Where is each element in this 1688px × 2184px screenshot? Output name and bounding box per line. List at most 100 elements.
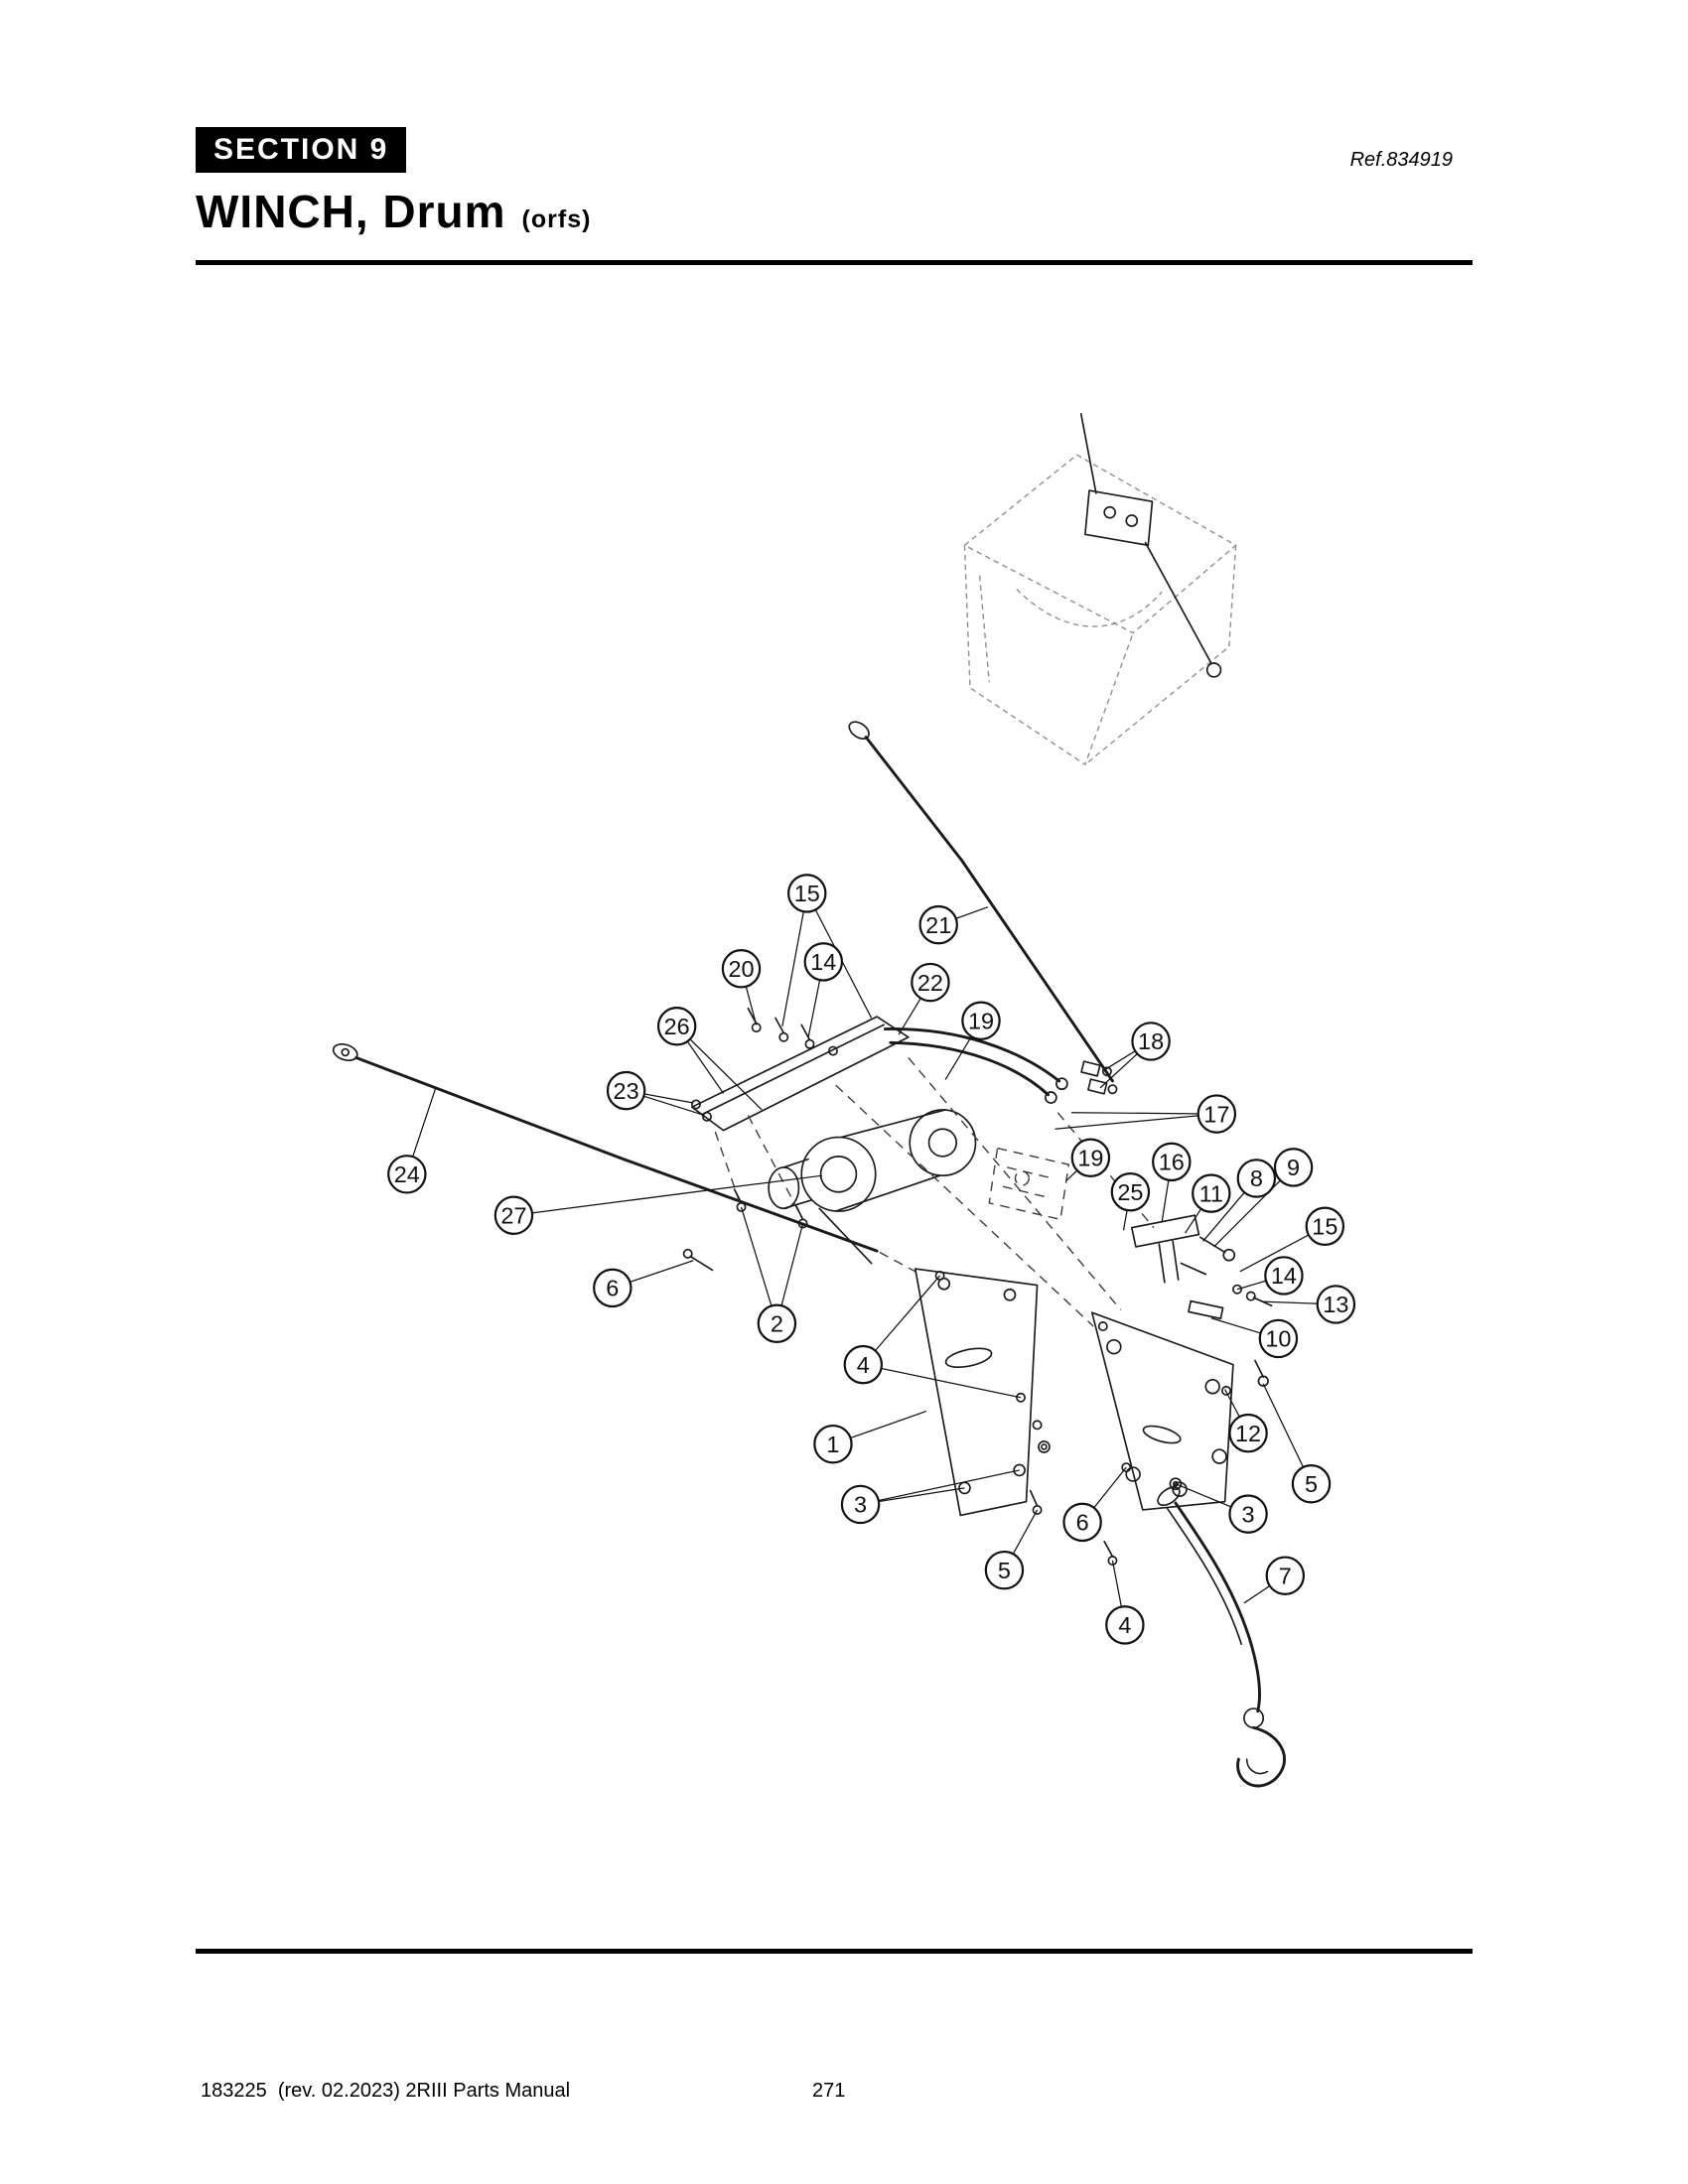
balloon-number: 24 — [394, 1161, 420, 1187]
callout-balloon-4: 4 — [1105, 1605, 1145, 1645]
balloon-number: 19 — [1077, 1145, 1103, 1170]
callout-leader — [1071, 1112, 1217, 1115]
callout-balloon-18: 18 — [1131, 1022, 1171, 1061]
balloon-circle — [840, 1484, 881, 1525]
callout-balloon-16: 16 — [1152, 1142, 1192, 1182]
balloon-circle — [918, 904, 958, 945]
section-label: SECTION 9 — [213, 133, 389, 166]
balloon-circle — [656, 1007, 697, 1046]
balloon-number: 11 — [1199, 1180, 1223, 1206]
callout-balloon-17: 17 — [1196, 1094, 1237, 1134]
balloon-circle — [961, 1001, 1001, 1040]
page-number: 271 — [812, 2080, 846, 2102]
callout-balloon-22: 22 — [911, 962, 950, 1003]
balloon-circle — [1070, 1138, 1111, 1177]
balloon-circle — [1105, 1605, 1145, 1645]
callout-balloon-7: 7 — [1265, 1556, 1306, 1595]
balloon-circle — [1291, 1463, 1332, 1504]
callout-balloon-2: 2 — [757, 1303, 797, 1343]
balloon-number: 6 — [606, 1276, 619, 1301]
right-plate — [1090, 1311, 1234, 1511]
callout-balloon-3: 3 — [840, 1484, 881, 1525]
balloon-circle — [911, 962, 950, 1003]
balloon-circle — [787, 874, 827, 913]
balloon-circle — [1062, 1502, 1102, 1543]
callout-balloon-5: 5 — [1291, 1463, 1332, 1504]
left-plate — [914, 1268, 1051, 1517]
balloon-circle — [1196, 1094, 1237, 1134]
callout-balloon-14: 14 — [803, 942, 844, 982]
callout-balloon-20: 20 — [721, 949, 762, 989]
callout-leader — [863, 1364, 1022, 1399]
ref-number: Ref.834919 — [1349, 149, 1453, 171]
callout-balloon-12: 12 — [1228, 1413, 1268, 1453]
balloon-circle — [1258, 1318, 1299, 1359]
balloon-number: 1 — [826, 1432, 839, 1457]
balloon-number: 25 — [1117, 1179, 1143, 1205]
callout-balloon-27: 27 — [493, 1195, 534, 1235]
balloon-number: 27 — [500, 1202, 526, 1228]
balloon-circle — [757, 1303, 797, 1343]
title-text: WINCH, Drum — [196, 186, 506, 237]
balloon-circle — [1131, 1022, 1171, 1061]
balloon-number: 18 — [1138, 1028, 1164, 1054]
page-title: WINCH, Drum (orfs) — [196, 185, 591, 238]
balloon-circle — [1228, 1413, 1268, 1453]
mount-channel — [691, 1007, 910, 1132]
upper-rod — [848, 721, 1114, 1083]
balloon-circle — [1152, 1142, 1192, 1182]
callout-balloon-6: 6 — [593, 1268, 633, 1308]
callout-balloon-23: 23 — [606, 1070, 646, 1111]
title-note: (orfs) — [521, 205, 592, 233]
winch-drum — [768, 1109, 977, 1265]
balloon-number: 14 — [1271, 1263, 1297, 1289]
balloon-number: 3 — [854, 1492, 867, 1518]
balloon-circle — [803, 942, 844, 982]
callout-leader — [513, 1174, 823, 1216]
balloon-circle — [721, 949, 762, 989]
balloon-circle — [843, 1344, 884, 1385]
balloon-circle — [813, 1424, 853, 1464]
balloon-circle — [984, 1550, 1025, 1590]
callout-balloon-15: 15 — [787, 874, 827, 913]
callout-balloon-5: 5 — [984, 1550, 1025, 1590]
balloon-number: 21 — [925, 912, 951, 938]
balloon-circle — [1236, 1159, 1277, 1198]
balloon-number: 23 — [614, 1078, 639, 1104]
balloon-circle — [593, 1268, 633, 1308]
balloon-number: 15 — [794, 881, 820, 906]
small-fasteners — [682, 1188, 1183, 1566]
balloon-circle — [1110, 1172, 1151, 1212]
hydraulic-tubes — [883, 1027, 1118, 1104]
section-badge: SECTION 9 — [196, 127, 407, 173]
balloon-circle — [1273, 1148, 1314, 1187]
callout-leader — [740, 1206, 777, 1324]
callout-leader — [676, 1025, 763, 1111]
cable-and-hook — [1157, 1486, 1286, 1788]
callout-leader — [781, 892, 808, 1026]
header-rule — [196, 260, 1473, 265]
callout-leader — [1055, 1113, 1217, 1130]
balloon-number: 9 — [1287, 1155, 1300, 1180]
balloon-number: 19 — [968, 1008, 994, 1033]
balloon-circle — [1305, 1206, 1345, 1246]
callout-balloon-19: 19 — [961, 1001, 1001, 1040]
callout-balloon-4: 4 — [843, 1344, 884, 1385]
balloon-number: 13 — [1323, 1292, 1348, 1317]
balloon-number: 16 — [1159, 1150, 1185, 1175]
balloon-number: 5 — [998, 1558, 1011, 1583]
balloon-number: 10 — [1265, 1326, 1291, 1352]
balloon-circle — [1228, 1494, 1268, 1534]
callout-balloon-6: 6 — [1062, 1502, 1102, 1543]
callout-balloon-11: 11 — [1192, 1173, 1231, 1213]
balloon-circle — [493, 1195, 534, 1235]
construction-lines — [714, 1057, 1155, 1327]
lower-rod — [332, 1042, 879, 1253]
callout-balloon-26: 26 — [656, 1007, 697, 1046]
balloon-circle — [1265, 1556, 1306, 1595]
balloon-number: 17 — [1203, 1101, 1229, 1127]
balloon-number: 2 — [771, 1310, 783, 1336]
footer-rule — [196, 1949, 1473, 1954]
